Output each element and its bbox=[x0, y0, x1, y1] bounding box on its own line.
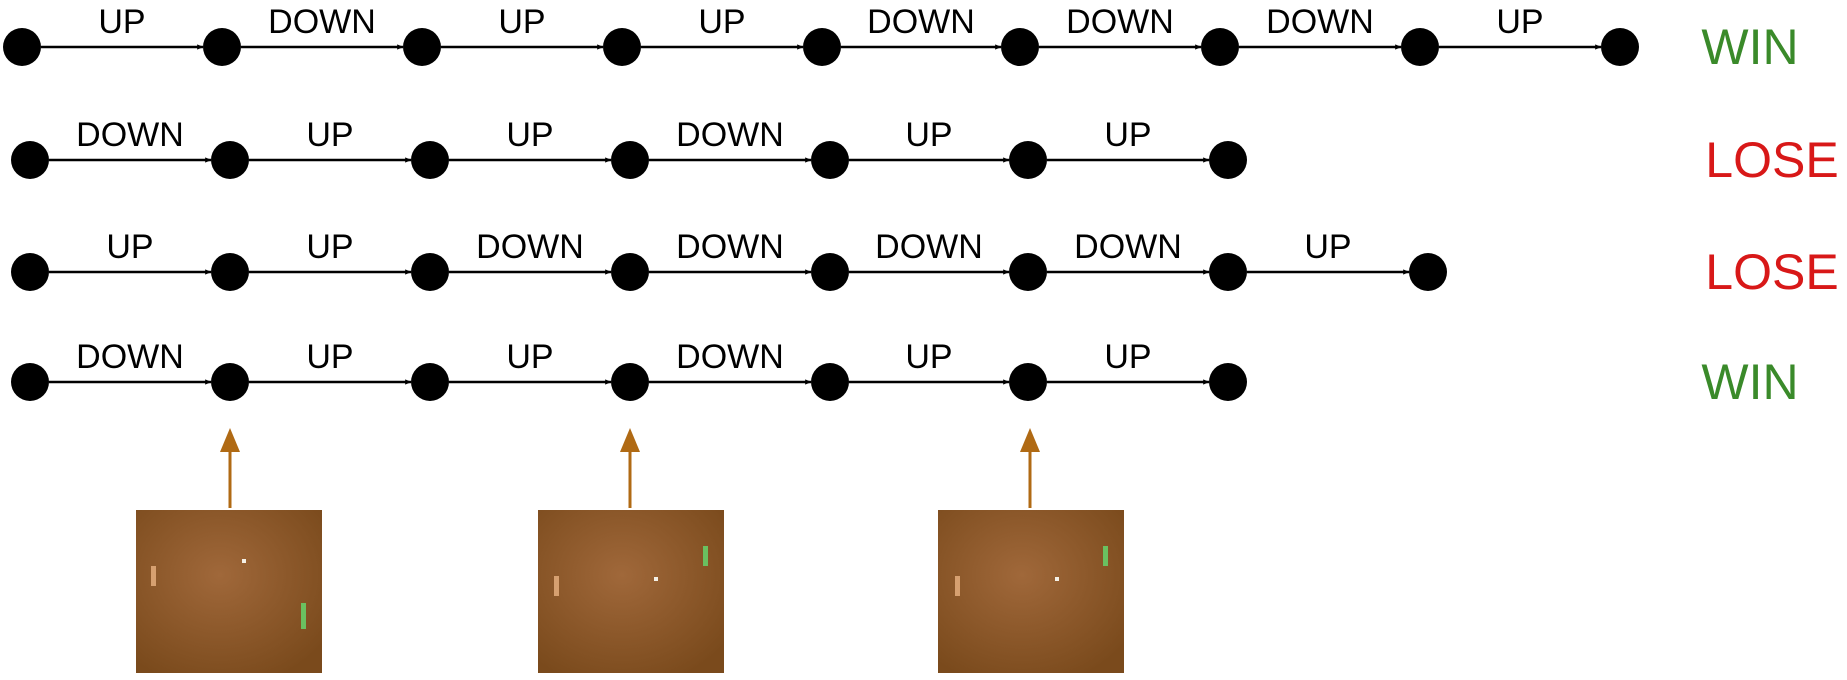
frame-pointer-arrowhead bbox=[1020, 428, 1040, 452]
action-label: UP bbox=[698, 3, 745, 41]
state-node bbox=[1209, 141, 1247, 179]
state-node bbox=[411, 363, 449, 401]
action-label: UP bbox=[506, 116, 553, 154]
action-label: DOWN bbox=[1266, 3, 1374, 41]
action-label: DOWN bbox=[268, 3, 376, 41]
action-label: DOWN bbox=[676, 338, 784, 376]
state-node bbox=[811, 363, 849, 401]
action-label: DOWN bbox=[476, 228, 584, 266]
action-label: UP bbox=[1304, 228, 1351, 266]
game-frames bbox=[136, 428, 1124, 673]
state-node bbox=[1601, 28, 1639, 66]
right-paddle bbox=[301, 603, 306, 629]
state-node bbox=[211, 363, 249, 401]
state-node bbox=[211, 141, 249, 179]
sequence-row: UP UP DOWN DOWN DOWN DOWN UP LOSE bbox=[11, 228, 1839, 300]
action-label: UP bbox=[306, 338, 353, 376]
pong-frame bbox=[938, 428, 1124, 673]
game-screen bbox=[538, 510, 724, 673]
state-node bbox=[411, 141, 449, 179]
action-label: DOWN bbox=[875, 228, 983, 266]
state-node bbox=[611, 363, 649, 401]
left-paddle bbox=[554, 576, 559, 596]
right-paddle bbox=[1103, 546, 1108, 566]
game-screen bbox=[136, 510, 322, 673]
state-node bbox=[1009, 253, 1047, 291]
outcome-label: LOSE bbox=[1705, 244, 1838, 300]
action-label: DOWN bbox=[1066, 3, 1174, 41]
action-label: UP bbox=[1104, 116, 1151, 154]
action-label: UP bbox=[106, 228, 153, 266]
action-label: UP bbox=[306, 228, 353, 266]
sequence-row: UP DOWN UP UP DOWN DOWN DOWN UP WIN bbox=[3, 3, 1799, 75]
state-node bbox=[1401, 28, 1439, 66]
state-node bbox=[1009, 141, 1047, 179]
pong-frame bbox=[538, 428, 724, 673]
game-screen bbox=[938, 510, 1124, 673]
action-label: UP bbox=[905, 338, 952, 376]
action-label: UP bbox=[1104, 338, 1151, 376]
action-label: UP bbox=[498, 3, 545, 41]
action-label: UP bbox=[98, 3, 145, 41]
state-node bbox=[211, 253, 249, 291]
state-node bbox=[11, 141, 49, 179]
left-paddle bbox=[955, 576, 960, 596]
frame-pointer-arrowhead bbox=[620, 428, 640, 452]
state-node bbox=[11, 253, 49, 291]
action-label: UP bbox=[905, 116, 952, 154]
action-label: DOWN bbox=[676, 116, 784, 154]
state-node bbox=[1209, 363, 1247, 401]
state-node bbox=[811, 141, 849, 179]
left-paddle bbox=[151, 566, 156, 586]
outcome-label: WIN bbox=[1701, 19, 1798, 75]
state-node bbox=[3, 28, 41, 66]
ball bbox=[654, 577, 658, 581]
state-node bbox=[611, 253, 649, 291]
state-node bbox=[1409, 253, 1447, 291]
action-label: DOWN bbox=[76, 116, 184, 154]
action-label: UP bbox=[506, 338, 553, 376]
outcome-label: LOSE bbox=[1705, 132, 1838, 188]
sequence-row: DOWN UP UP DOWN UP UP LOSE bbox=[11, 116, 1839, 188]
ball bbox=[242, 559, 246, 563]
outcome-label: WIN bbox=[1701, 354, 1798, 410]
ball bbox=[1055, 577, 1059, 581]
state-node bbox=[1009, 363, 1047, 401]
state-node bbox=[803, 28, 841, 66]
action-label: UP bbox=[306, 116, 353, 154]
state-node bbox=[603, 28, 641, 66]
action-label: DOWN bbox=[676, 228, 784, 266]
sequence-row: DOWN UP UP DOWN UP UP WIN bbox=[11, 338, 1799, 410]
state-node bbox=[1201, 28, 1239, 66]
state-node bbox=[11, 363, 49, 401]
action-label: UP bbox=[1496, 3, 1543, 41]
pong-frame bbox=[136, 428, 322, 673]
state-node bbox=[203, 28, 241, 66]
action-label: DOWN bbox=[1074, 228, 1182, 266]
state-node bbox=[811, 253, 849, 291]
state-node bbox=[1001, 28, 1039, 66]
action-label: DOWN bbox=[867, 3, 975, 41]
frame-pointer-arrowhead bbox=[220, 428, 240, 452]
action-label: DOWN bbox=[76, 338, 184, 376]
state-node bbox=[411, 253, 449, 291]
state-node bbox=[611, 141, 649, 179]
state-node bbox=[403, 28, 441, 66]
state-node bbox=[1209, 253, 1247, 291]
right-paddle bbox=[703, 546, 708, 566]
